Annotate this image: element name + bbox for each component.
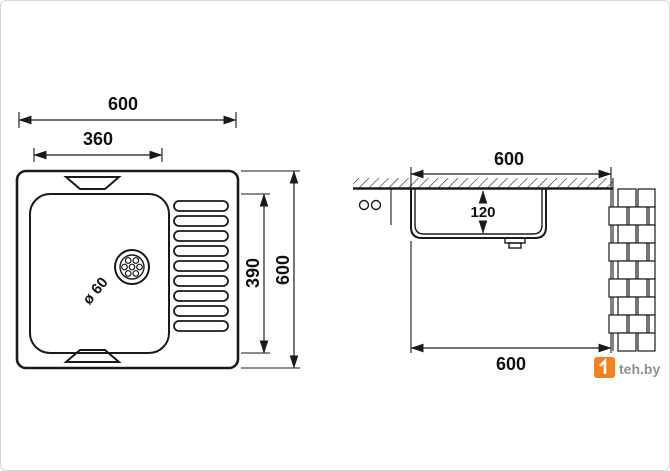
basin-outline: [29, 193, 170, 354]
drainboard-ribs: [173, 200, 229, 332]
dim-drain-diameter: ø 60: [79, 274, 111, 308]
dim-outer-height: 600: [273, 255, 293, 285]
watermark-label: teh.by: [619, 361, 660, 377]
watermark-logo-mark: [599, 357, 607, 374]
top-view-drawing: 600 360: [15, 94, 300, 370]
dim-basin-depth: 120: [470, 204, 495, 221]
drain: [114, 249, 150, 285]
dim-section-top-width: 600: [494, 149, 524, 169]
mounting-clips: [358, 189, 392, 225]
basin-profile-outer: [410, 189, 547, 239]
dim-section-bottom-width: 600: [496, 354, 526, 374]
sink-outline: [15, 169, 240, 370]
basin-profile-inner: [414, 189, 543, 235]
section-view-drawing: 600 120 600: [353, 149, 656, 374]
dim-top-outer-width: 600: [108, 94, 138, 114]
bottom-tab-outline: [63, 349, 122, 363]
brick-wall: [608, 178, 656, 352]
dim-basin-height: 390: [243, 258, 263, 288]
top-tab-outline: [63, 176, 122, 190]
countertop-hatch: [353, 178, 613, 189]
drain-fitting: [504, 237, 526, 249]
watermark: teh.by: [594, 357, 660, 378]
dim-basin-width: 360: [83, 129, 113, 149]
